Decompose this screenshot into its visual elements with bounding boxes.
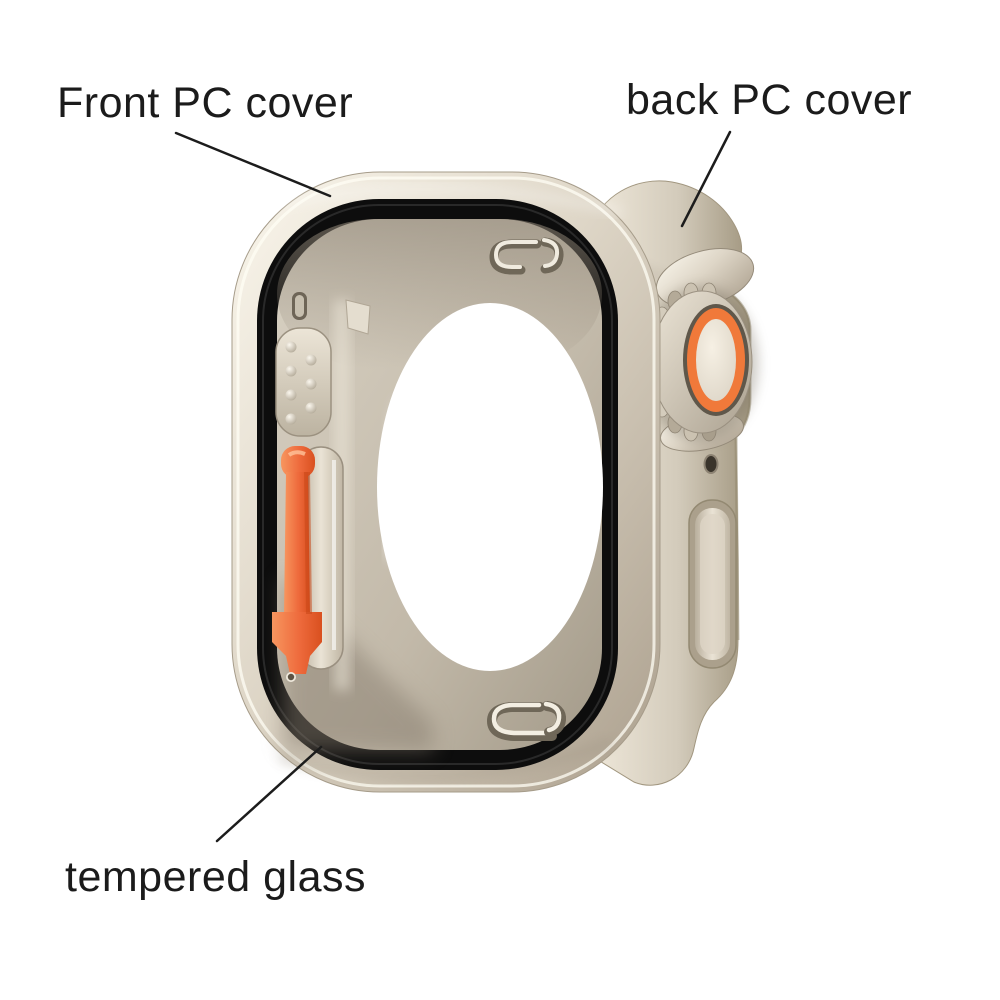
grille-dot xyxy=(285,365,297,377)
action-button-shade xyxy=(304,472,312,614)
grille-dot xyxy=(285,413,297,425)
bottom-band-slot xyxy=(486,701,567,741)
action-button-orange xyxy=(272,446,322,674)
side-slot xyxy=(292,292,307,320)
side-button xyxy=(688,499,737,669)
glass-inner-reflection xyxy=(262,204,613,765)
screw-dot xyxy=(286,672,296,682)
crown-face xyxy=(696,319,736,401)
grille-dot xyxy=(285,341,297,353)
label-back-pc-cover: back PC cover xyxy=(626,76,913,124)
mic-hole xyxy=(703,454,719,474)
front-rim-bottom-shade xyxy=(279,739,614,779)
center-opening xyxy=(377,303,603,671)
label-front-pc-cover: Front PC cover xyxy=(57,79,354,127)
grille-dot xyxy=(305,354,317,366)
grille-dot xyxy=(285,389,297,401)
leader-lines xyxy=(174,130,732,843)
leader-line-tempered-glass xyxy=(215,745,323,843)
grille-dot xyxy=(305,402,317,414)
label-tempered-glass: tempered glass xyxy=(65,853,366,901)
center-opening-rim-light xyxy=(383,399,403,561)
leader-line-front-pc-cover xyxy=(174,131,332,198)
top-band-slot xyxy=(489,237,564,275)
interior-top-tab xyxy=(345,299,371,335)
leader-line-back-pc-cover xyxy=(680,130,732,228)
grille-dot xyxy=(305,378,317,390)
front-rim-top-sheen xyxy=(267,186,623,215)
front-cover-rim-highlight xyxy=(236,176,656,788)
front-pc-cover xyxy=(231,171,661,793)
speaker-grille xyxy=(275,327,332,437)
action-button-sheen xyxy=(287,450,306,457)
